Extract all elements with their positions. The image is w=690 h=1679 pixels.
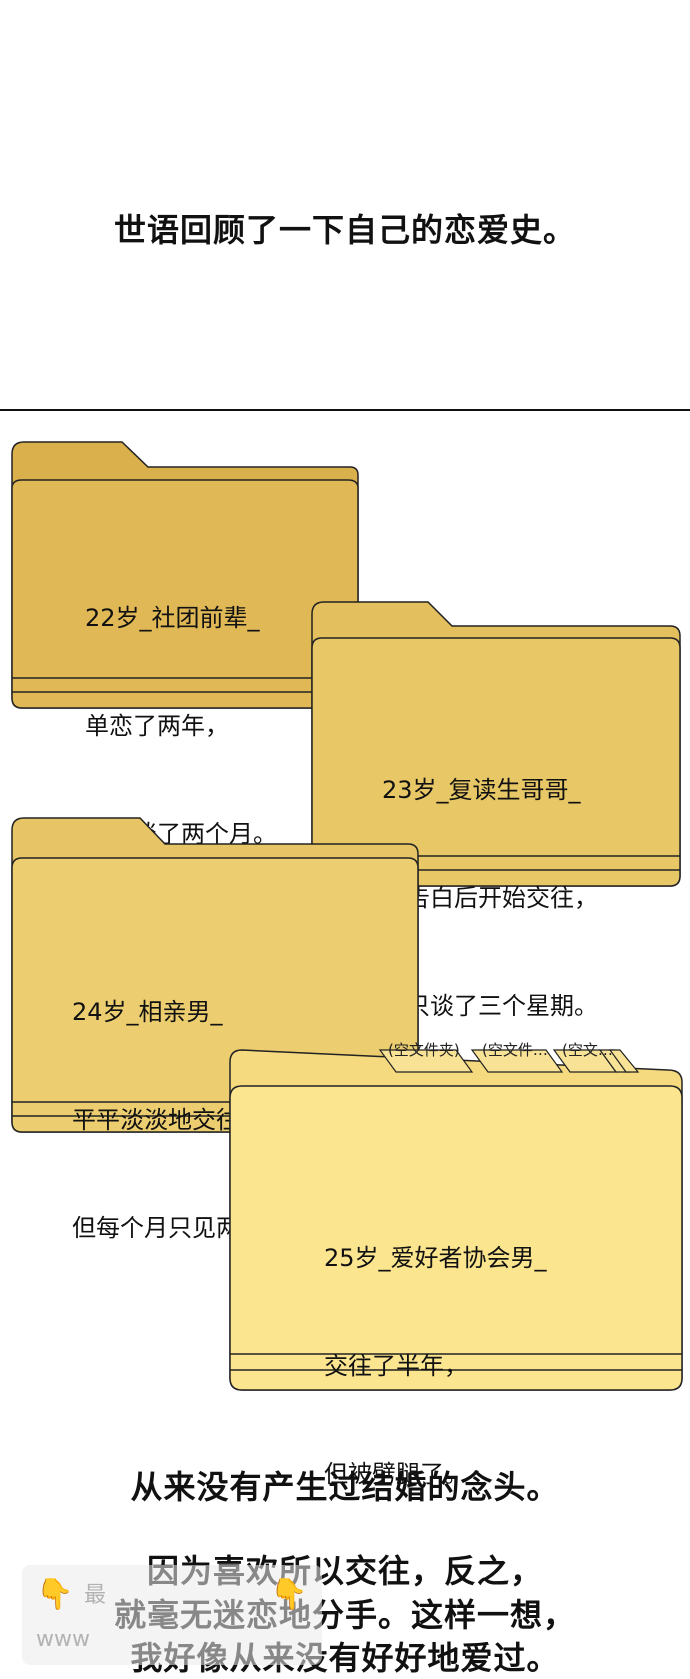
watermark-text-2: www [36,1627,90,1652]
tab-empty-folder-1[interactable]: (空文件夹) [388,1041,460,1059]
folder-25-icon [229,1049,683,1391]
top-caption: 世语回顾了一下自己的恋爱史。 [113,211,576,249]
folder-23[interactable]: 23岁_复读生哥哥_ 被告白后开始交往， 但只谈了三个星期。 [310,600,682,1020]
folder-25-line1: 25岁_爱好者协会男_ [324,1244,547,1272]
tab-empty-folder-2[interactable]: (空文件… [482,1041,548,1059]
folder-22-line2: 单恋了两年， [85,712,229,740]
folder-22[interactable]: 22岁_社团前辈_ 单恋了两年， 但只谈了两个月。 [10,440,360,848]
pointing-hand-icon: 👇 [36,1577,74,1612]
watermark-text-1: 最 [84,1583,107,1608]
folder-25-line2: 交往了半年， [324,1352,468,1380]
folder-22-icon [11,441,359,709]
folder-22-line1: 22岁_社团前辈_ [85,604,260,632]
pointing-hand-icon-2: 👇 [270,1577,308,1612]
bottom-caption-1: 从来没有产生过结婚的念头。 [130,1468,560,1506]
folder-24-line1: 24岁_相亲男_ [72,998,223,1026]
tab-empty-folder-3[interactable]: (空文… [562,1041,613,1059]
folder-25-line3: 但被劈腿了。 [324,1460,468,1488]
divider-line [0,409,690,411]
watermark: 👇 👇 最 www [22,1565,322,1665]
folder-23-icon [311,601,681,887]
folder-23-line1: 23岁_复读生哥哥_ [382,776,581,804]
folder-25[interactable]: (空文件夹) (空文件… (空文… 25岁_爱好者协会男_ 交往了半年， 但被劈… [228,1038,684,1488]
